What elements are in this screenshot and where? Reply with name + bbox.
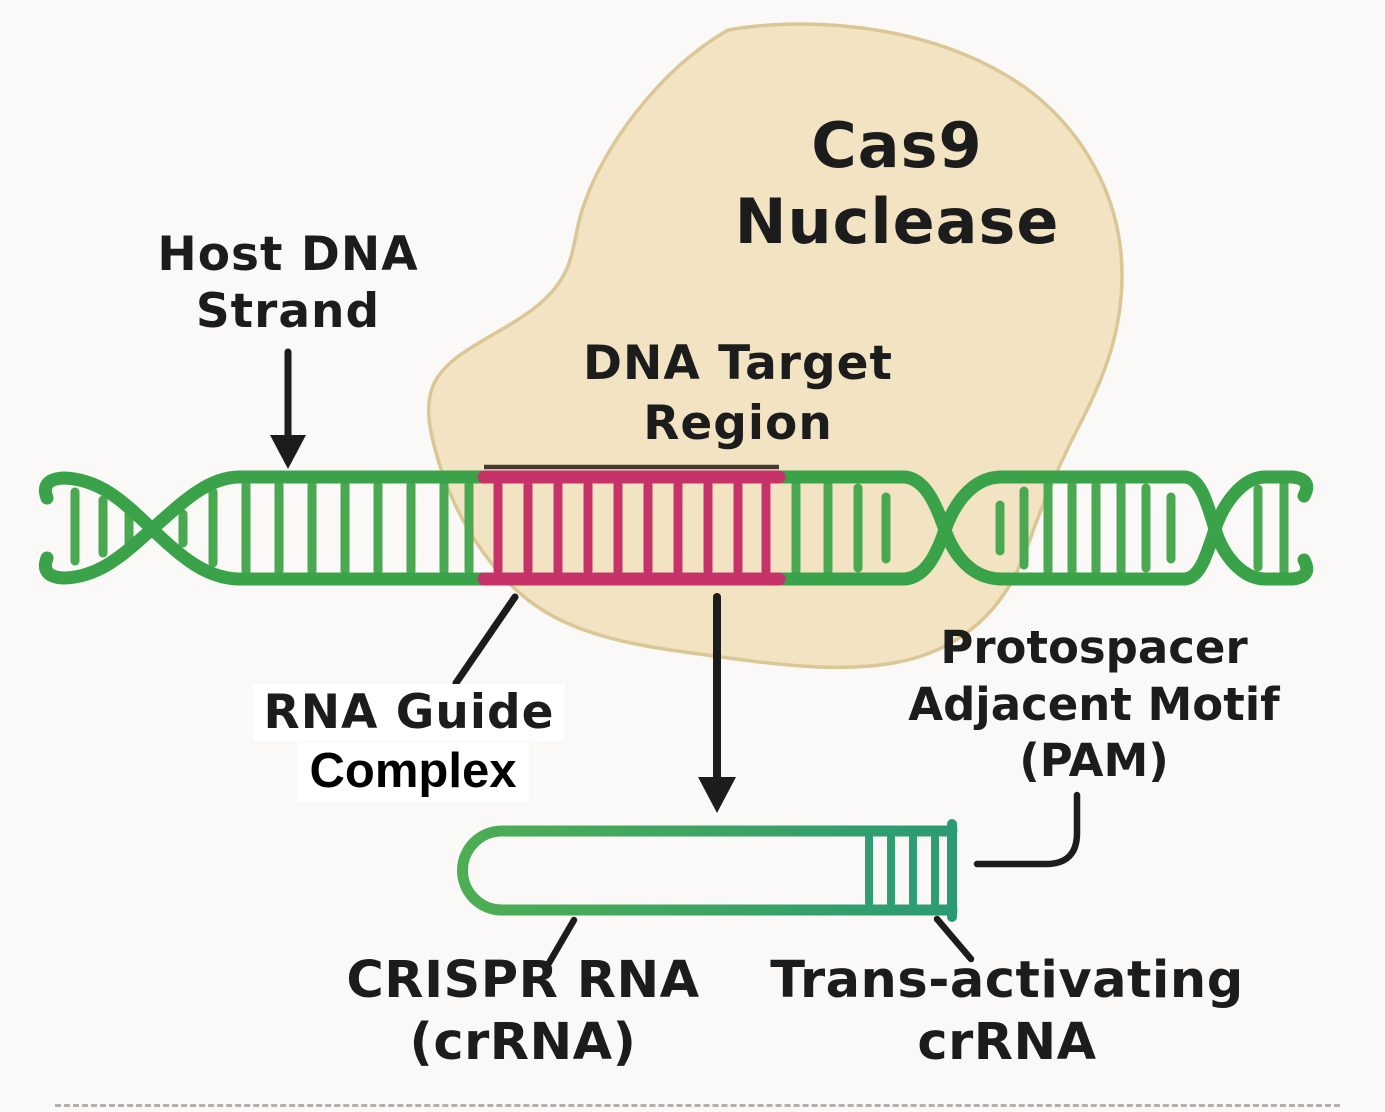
rna-hairpin-icon [457,819,958,922]
dna-rungs [70,479,1289,577]
arrow-heads [270,435,736,813]
annotation-lines [284,348,1081,967]
crispr-pointer-line [545,916,578,967]
label-rna-guide: RNA Guide [253,684,565,742]
rna-guide-pointer-line [452,593,519,687]
label-complex: Complex [297,742,529,802]
label-crispr-rna: CRISPR RNA (crRNA) [346,951,700,1073]
hairpin-rungs [865,834,939,907]
label-host-dna-strand: Host DNA Strand [157,227,419,340]
target-arrowhead [698,777,736,813]
dna-target-region-icon [477,470,786,586]
host-dna-arrowhead [270,435,306,469]
tracr-pointer-line [933,915,975,963]
label-cas9-nuclease: Cas9 Nuclease [734,109,1060,258]
label-tracr-rna: Trans-activating crRNA [770,951,1244,1073]
dna-helix-icon [38,470,1314,586]
bottom-edge-artifact [55,1104,1340,1107]
label-dna-target-region: DNA Target Region [583,336,893,452]
label-pam: Protospacer Adjacent Motif (PAM) [908,621,1280,788]
pam-connector-line [973,791,1081,868]
